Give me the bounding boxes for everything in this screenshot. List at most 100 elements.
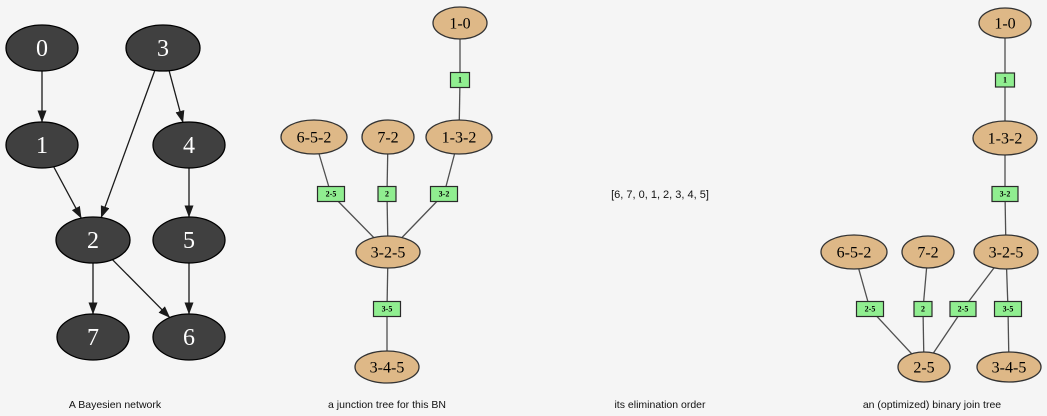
bn-node-label: 7: [87, 325, 99, 351]
clique-shape: [901, 235, 955, 269]
caption-junction-tree: a junction tree for this BN: [328, 399, 446, 411]
clique-label: 7-2: [377, 129, 398, 146]
separator-sep-3-5: 3-5: [372, 300, 402, 318]
bn-node-shape: [5, 121, 79, 169]
separator-label: 2-5: [958, 305, 969, 314]
clique-3-2-5: 3-2-5: [355, 235, 421, 269]
bn-node-shape: [125, 24, 201, 72]
bn-node-label: 6: [183, 325, 195, 351]
clique-label: 3-2-5: [989, 244, 1024, 261]
clique-label: 1-3-2: [442, 129, 477, 146]
clique-1-3-2: 1-3-2: [425, 119, 493, 155]
clique-3-4-5: 3-4-5: [976, 351, 1042, 383]
bn-node-7: 7: [56, 313, 130, 361]
clique-7-2: 7-2: [901, 235, 955, 269]
separator-shape: [316, 185, 346, 203]
clique-label: 1-3-2: [988, 130, 1023, 147]
separator-label: 3-5: [1003, 305, 1014, 314]
clique-label: 1-0: [449, 15, 470, 32]
separator-shape: [855, 300, 885, 318]
clique-label: 6-5-2: [837, 244, 872, 261]
separator-sep-1: 1: [994, 72, 1016, 88]
clique-shape: [425, 119, 493, 155]
clique-label: 3-4-5: [992, 359, 1027, 376]
join_tree-graph: 1-0 1 1-3-2 3-2 6-5-2 7-2 3-2-5 2-5 2 2-5 3-5 2-5 3-…: [820, 7, 1042, 383]
separator-sep-2-5: 2-5: [316, 185, 346, 203]
separator-shape: [991, 185, 1019, 203]
separator-shape: [429, 185, 459, 203]
clique-shape: [897, 351, 951, 383]
separator-shape: [377, 185, 397, 203]
bn-node-label: 5: [183, 228, 195, 254]
junction_tree-graph: 1-0 1 6-5-2 7-2 1-3-2 2-5 2 3-2 3-2-5 3-5 3-4-5: [280, 6, 493, 384]
clique-2-5: 2-5: [897, 351, 951, 383]
bn-node-0: 0: [5, 24, 79, 72]
separator-label: 2-5: [326, 190, 337, 199]
separator-sep-1: 1: [449, 71, 471, 89]
separator-shape: [913, 300, 933, 318]
separator-sep-3-5: 3-5: [993, 300, 1023, 318]
separator-label: 2: [385, 190, 389, 199]
bn-node-6: 6: [152, 313, 226, 361]
clique-shape: [973, 234, 1039, 270]
separator-sep-2-5b: 2-5: [949, 300, 977, 318]
separator-shape: [449, 71, 471, 89]
clique-label: 1-0: [994, 15, 1015, 32]
separator-label: 2-5: [865, 305, 876, 314]
clique-shape: [361, 119, 415, 155]
bayes_net-edge-3-2: [100, 47, 164, 219]
separator-label: 3-2: [439, 190, 450, 199]
separator-label: 1: [458, 76, 462, 85]
bayes_net-graph: 0 3 1 4 2 5 7 6: [5, 24, 226, 361]
clique-3-4-5: 3-4-5: [354, 350, 420, 384]
bn-node-label: 4: [183, 133, 195, 159]
bn-node-shape: [55, 216, 131, 264]
bn-node-1: 1: [5, 121, 79, 169]
bn-node-shape: [5, 24, 79, 72]
bn-node-shape: [152, 216, 226, 264]
bn-node-shape: [152, 313, 226, 361]
clique-shape: [978, 7, 1032, 39]
separator-shape: [372, 300, 402, 318]
separator-shape: [949, 300, 977, 318]
bn-node-2: 2: [55, 216, 131, 264]
bn-node-3: 3: [125, 24, 201, 72]
clique-6-5-2: 6-5-2: [280, 119, 348, 155]
separator-label: 3-2: [1000, 190, 1011, 199]
clique-shape: [820, 234, 888, 270]
separator-sep-2: 2: [913, 300, 933, 318]
bn-node-shape: [152, 121, 226, 169]
separator-sep-2: 2: [377, 185, 397, 203]
separator-sep-2-5a: 2-5: [855, 300, 885, 318]
separator-label: 2: [921, 305, 925, 314]
clique-7-2: 7-2: [361, 119, 415, 155]
clique-1-0: 1-0: [978, 7, 1032, 39]
caption-binary-join-tree: an (optimized) binary join tree: [862, 399, 1002, 411]
clique-shape: [354, 350, 420, 384]
clique-6-5-2: 6-5-2: [820, 234, 888, 270]
clique-1-0: 1-0: [432, 6, 488, 40]
clique-shape: [280, 119, 348, 155]
elimination-order-text: [6, 7, 0, 1, 2, 3, 4, 5]: [611, 189, 709, 201]
separator-label: 3-5: [382, 305, 393, 314]
separator-shape: [993, 300, 1023, 318]
bn-node-shape: [56, 313, 130, 361]
bn-node-label: 0: [36, 36, 48, 62]
clique-label: 6-5-2: [297, 129, 332, 146]
clique-label: 7-2: [917, 244, 938, 261]
clique-3-2-5: 3-2-5: [973, 234, 1039, 270]
clique-shape: [976, 351, 1042, 383]
separator-sep-3-2: 3-2: [429, 185, 459, 203]
caption-bayes-net: A Bayesien network: [68, 399, 162, 411]
clique-label: 3-4-5: [370, 359, 405, 376]
separator-shape: [994, 72, 1016, 88]
bn-node-4: 4: [152, 121, 226, 169]
separator-sep-3-2: 3-2: [991, 185, 1019, 203]
bn-node-label: 3: [157, 36, 169, 62]
bn-node-label: 2: [87, 228, 99, 254]
clique-label: 2-5: [913, 359, 934, 376]
bn-node-5: 5: [152, 216, 226, 264]
separator-label: 1: [1003, 76, 1007, 85]
